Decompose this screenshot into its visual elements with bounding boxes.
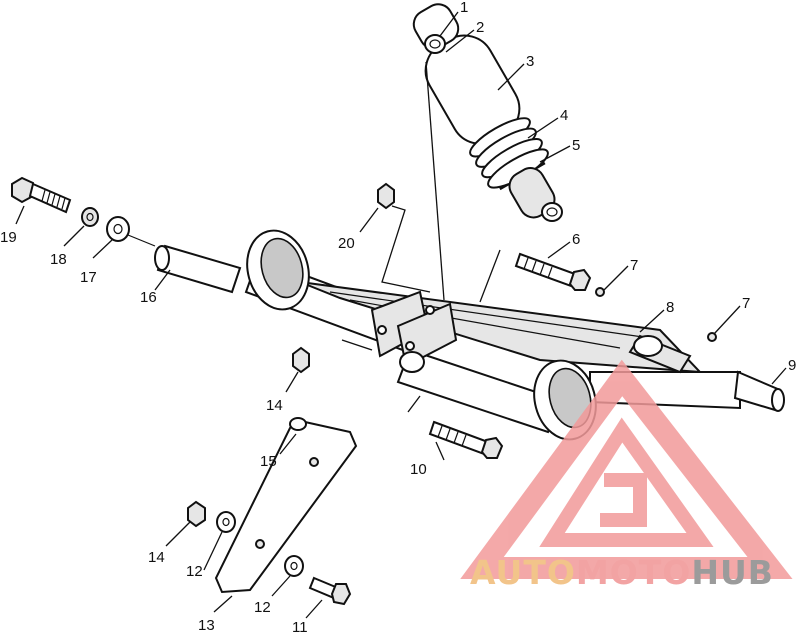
callout-11: 11	[292, 619, 308, 634]
callout-6: 6	[572, 231, 580, 248]
watermark-moto: MOTO	[576, 553, 691, 592]
callout-7-lower: 7	[742, 295, 750, 312]
bolt-11	[308, 576, 352, 606]
callout-13: 13	[198, 617, 215, 634]
callout-9: 9	[788, 357, 796, 374]
watermark-hub: HUB	[691, 553, 774, 592]
callout-4: 4	[560, 107, 568, 124]
nut-14-upper	[292, 346, 310, 374]
callout-17: 17	[80, 269, 97, 286]
watermark-logo-icon	[460, 359, 793, 579]
callout-20: 20	[338, 235, 355, 252]
washer-12-upper	[216, 511, 236, 533]
callout-3: 3	[526, 53, 534, 70]
callout-14-upper: 14	[266, 397, 283, 414]
shaft-16	[154, 244, 242, 294]
callout-15: 15	[260, 453, 277, 470]
nut-20	[377, 182, 395, 210]
callout-19: 19	[0, 229, 17, 246]
callout-8: 8	[666, 299, 674, 316]
washer-12-lower	[284, 555, 304, 577]
svg-text:AUTOMOTOHUB: AUTOMOTOHUB	[470, 553, 774, 592]
bolt-6	[514, 252, 592, 291]
link-arm-13	[214, 417, 358, 594]
watermark-auto: AUTO	[470, 553, 576, 592]
callout-2: 2	[476, 19, 484, 36]
callout-12-lower: 12	[254, 599, 271, 616]
washer-18	[81, 207, 99, 227]
callout-5: 5	[572, 137, 580, 154]
callout-14-lower: 14	[148, 549, 165, 566]
leader-lines	[15, 11, 787, 619]
bolt-19	[11, 176, 72, 214]
nut-14-lower	[187, 500, 206, 528]
callout-16: 16	[140, 289, 157, 306]
watermark-text: AUTOMOTOHUB	[470, 553, 774, 592]
callout-1: 1	[460, 0, 468, 16]
callout-10: 10	[410, 461, 427, 478]
swing-arm-8	[244, 229, 785, 441]
shock-absorber	[412, 3, 563, 222]
washer-17	[106, 216, 130, 242]
callout-12-upper: 12	[186, 563, 203, 580]
callout-7-upper: 7	[630, 257, 638, 274]
callout-18: 18	[50, 251, 67, 268]
bolt-10	[428, 420, 504, 459]
